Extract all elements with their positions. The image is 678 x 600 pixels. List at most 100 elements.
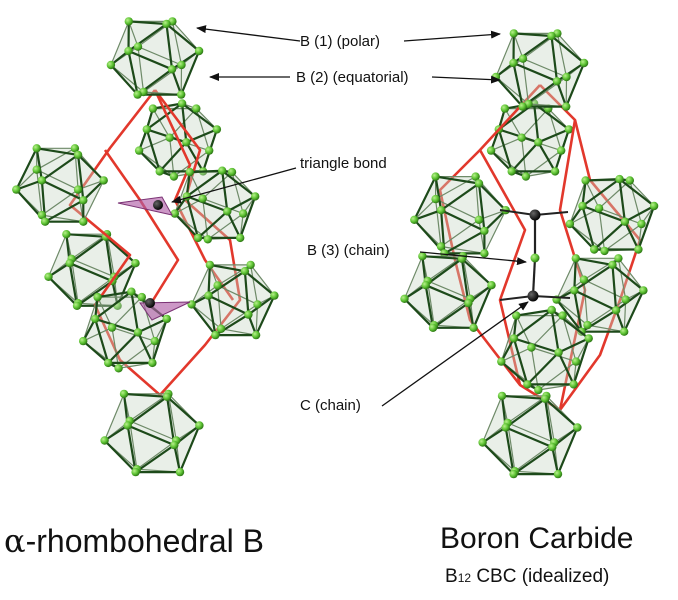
boron-atom <box>410 215 419 224</box>
boron-atom <box>509 334 519 343</box>
boron-atom <box>620 217 630 226</box>
icosahedron-left-back-1 <box>44 230 140 310</box>
boron-atom <box>518 54 528 63</box>
boron-atom <box>270 291 279 300</box>
boron-atom <box>216 324 226 333</box>
subtitle-subscript: 12 <box>457 571 472 585</box>
boron-atom <box>177 90 186 99</box>
carbon-atom-bottom <box>527 290 539 302</box>
boron-carbide-title: Boron Carbide <box>440 522 634 555</box>
boron-atom <box>194 46 204 56</box>
boron-atom <box>251 330 261 340</box>
boron-atom <box>550 167 560 176</box>
label-c-chain: C (chain) <box>300 397 361 414</box>
boron-atom <box>497 357 506 366</box>
boron-atom <box>253 300 262 309</box>
boron-atom <box>565 219 575 229</box>
boron-atom <box>37 176 47 185</box>
unit-cell-edge <box>478 149 527 386</box>
boron-chain-atom <box>530 253 540 263</box>
boron-atom <box>611 306 621 315</box>
boron-atom <box>571 254 580 263</box>
boron-atom <box>497 391 507 401</box>
boron-atom <box>155 167 164 176</box>
boron-atom <box>244 310 253 319</box>
boron-atom <box>621 295 630 304</box>
boron-atom <box>227 167 237 177</box>
boron-atom <box>185 167 194 177</box>
label-b1-polar: B (1) (polar) <box>300 33 380 50</box>
boron-atom <box>471 172 480 181</box>
boron-atom <box>523 380 532 389</box>
bond-atom <box>145 298 155 308</box>
boron-atom <box>12 185 21 194</box>
boron-atom <box>552 77 562 86</box>
icosahedron-right-3 <box>565 174 659 256</box>
boron-atom <box>554 348 563 357</box>
boron-carbide-subtitle: B12 CBC (idealized) <box>445 566 609 588</box>
boron-atom <box>107 323 117 332</box>
carbon-atom-top <box>529 209 541 221</box>
boron-atom <box>133 90 142 99</box>
icosahedron-left-7 <box>100 389 204 477</box>
b2-arrow-right <box>431 75 501 84</box>
boron-atom <box>590 245 599 254</box>
alpha-rhombohedral-title: α-rhombohedral B <box>4 522 264 560</box>
boron-atom <box>562 102 571 111</box>
boron-atom <box>436 206 446 215</box>
boron-atom <box>521 172 531 181</box>
boron-atom <box>246 260 255 270</box>
boron-atom <box>32 144 41 153</box>
boron-atom <box>639 286 648 295</box>
boron-atom <box>79 196 88 205</box>
boron-atom <box>469 323 478 332</box>
boron-atom <box>93 292 102 302</box>
boron-atom <box>547 305 556 315</box>
boron-atom <box>507 167 516 176</box>
icosahedron-right-back-0 <box>486 99 574 181</box>
boron-atom <box>167 65 177 74</box>
boron-atom <box>512 311 521 320</box>
alpha-symbol: α <box>4 522 26 560</box>
boron-atom <box>487 281 496 290</box>
boron-atom <box>193 233 203 243</box>
boron-atom <box>37 210 47 220</box>
b1-arrow-left <box>196 25 301 42</box>
triangle-bond-upper <box>117 196 173 216</box>
boron-atom <box>123 421 132 430</box>
boron-atom <box>474 215 484 224</box>
boron-atom <box>91 314 100 324</box>
boron-atom <box>44 272 53 281</box>
boron-atom <box>169 172 179 181</box>
boron-atom <box>40 217 50 226</box>
label-b2-equatorial: B (2) (equatorial) <box>296 69 409 86</box>
boron-atom <box>615 174 624 184</box>
boron-atom <box>564 125 574 134</box>
boron-atom <box>137 292 146 302</box>
boron-atom <box>223 207 232 216</box>
boron-atom <box>119 389 129 399</box>
boron-carbide-structure <box>400 29 659 479</box>
boron-atom <box>251 192 260 201</box>
boron-atom <box>142 125 151 134</box>
boron-atom <box>73 150 83 160</box>
icosahedron-right-6 <box>497 305 593 395</box>
boron-atom <box>204 291 213 300</box>
boron-atom <box>527 343 536 352</box>
boron-atom <box>213 281 222 290</box>
boron-atom <box>501 423 510 432</box>
boron-atom <box>637 219 646 229</box>
boron-atom <box>571 357 581 366</box>
boron-atom <box>509 469 518 479</box>
icosahedron-right-7 <box>478 391 582 479</box>
boron-atom <box>431 194 440 204</box>
annotations: B (1) (polar) B (2) (equatorial) triangl… <box>171 25 529 414</box>
boron-atom <box>124 17 133 26</box>
boron-atom <box>579 58 589 68</box>
boron-atom <box>400 294 409 303</box>
label-triangle-bond: triangle bond <box>300 155 387 172</box>
boron-atom <box>104 358 113 368</box>
boron-atom <box>187 300 196 309</box>
boron-atom <box>240 267 250 276</box>
unit-cell-edge <box>103 149 180 306</box>
